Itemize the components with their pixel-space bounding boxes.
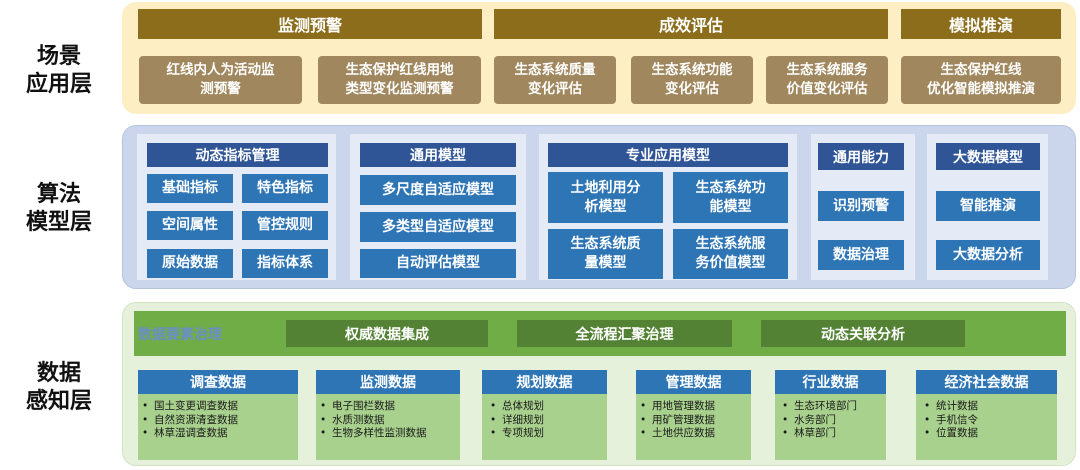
algo-item-raw-data: 原始数据 — [147, 249, 233, 278]
list-item: 水务部门 — [780, 414, 857, 428]
list-item: 专项规划 — [488, 427, 544, 441]
data-card-monitoring-title: 监测数据 — [316, 370, 460, 394]
data-card-survey-list: 国土变更调查数据 自然资源清查数据 林草湿调查数据 — [140, 400, 238, 441]
algo-item-quality-model: 生态系统质 量模型 — [548, 229, 663, 279]
list-item: 用矿管理数据 — [638, 414, 715, 428]
list-item: 林草湿调查数据 — [140, 427, 238, 441]
algo-layer-label: 算法 模型层 — [0, 181, 118, 237]
data-layer-label: 数据 感知层 — [0, 360, 118, 416]
scene-item-line: 生态保护红线 — [940, 62, 1022, 78]
scene-item-line: 测预警 — [200, 81, 241, 97]
scene-head-simulation: 模拟推演 — [901, 9, 1061, 39]
algo-item-recognize-warn: 识别预警 — [818, 191, 904, 221]
algo-head-dynamic: 动态指标管理 — [147, 143, 328, 167]
scene-item-line: 生态系统服务 — [786, 62, 868, 78]
list-item: 自然资源清查数据 — [140, 414, 238, 428]
algo-item-spatial-attr: 空间属性 — [147, 211, 233, 240]
algo-layer-label-line2: 模型层 — [25, 210, 92, 235]
list-item: 详细规划 — [488, 414, 544, 428]
algo-layer-label-line1: 算法 — [36, 182, 81, 207]
list-item: 生态环境部门 — [780, 400, 857, 414]
algo-item-line: 生态系统功 — [695, 179, 766, 196]
data-card-management-list: 用地管理数据 用矿管理数据 土地供应数据 — [638, 400, 715, 441]
algo-head-bigdata: 大数据模型 — [936, 143, 1040, 170]
algo-item-index-system: 指标体系 — [242, 249, 328, 278]
scene-head-evaluation: 成效评估 — [494, 9, 888, 39]
algo-item-feature-index: 特色指标 — [242, 174, 328, 203]
data-card-planning-title: 规划数据 — [482, 370, 607, 394]
list-item: 位置数据 — [922, 427, 978, 441]
scene-item-quality-eval: 生态系统质量 变化评估 — [494, 56, 616, 104]
list-item: 生物多样性监测数据 — [318, 427, 427, 441]
algo-item-landuse-model: 土地利用分 析模型 — [548, 172, 663, 223]
scene-head-monitoring: 监测预警 — [138, 9, 482, 39]
algo-head-general-model: 通用模型 — [360, 143, 516, 167]
algo-item-line: 土地利用分 — [570, 179, 641, 196]
algo-item-basic-index: 基础指标 — [147, 174, 233, 203]
scene-item-line: 红线内人为活动监 — [166, 62, 275, 78]
algo-item-line: 生态系统服 — [695, 236, 766, 252]
scene-item-line: 变化评估 — [528, 81, 582, 97]
scene-item-line: 类型变化监测预警 — [345, 81, 454, 97]
list-item: 总体规划 — [488, 400, 544, 414]
algo-item-function-model: 生态系统功 能模型 — [673, 172, 788, 223]
list-item: 林草部门 — [780, 427, 857, 441]
data-gov-dynamic-analysis: 动态关联分析 — [761, 320, 965, 347]
scene-item-line: 生态系统功能 — [651, 62, 733, 78]
algo-item-multiscale-model: 多尺度自适应模型 — [360, 175, 516, 205]
list-item: 用地管理数据 — [638, 400, 715, 414]
algo-item-line: 生态系统质 — [570, 236, 641, 252]
algo-item-data-governance: 数据治理 — [818, 240, 904, 270]
data-card-planning-list: 总体规划 详细规划 专项规划 — [488, 400, 544, 441]
algo-head-ability: 通用能力 — [818, 143, 904, 170]
scene-item-line: 变化评估 — [665, 81, 719, 97]
algo-item-service-value-model: 生态系统服 务价值模型 — [673, 229, 788, 279]
scene-item-line: 生态保护红线用地 — [345, 62, 454, 78]
data-card-socioeconomic-title: 经济社会数据 — [916, 370, 1057, 394]
data-gov-full-process: 全流程汇聚治理 — [517, 320, 732, 347]
algo-item-line: 析模型 — [584, 198, 627, 215]
algo-item-control-rule: 管控规则 — [242, 211, 328, 240]
data-governance-label: 数据要素治理 — [138, 327, 222, 343]
data-card-socioeconomic-list: 统计数据 手机信令 位置数据 — [922, 400, 978, 441]
scene-layer-label: 场景 应用层 — [0, 43, 118, 99]
data-card-management-title: 管理数据 — [636, 370, 751, 394]
list-item: 统计数据 — [922, 400, 978, 414]
scene-item-landuse-change: 生态保护红线用地 类型变化监测预警 — [318, 56, 481, 104]
data-card-industry-list: 生态环境部门 水务部门 林草部门 — [780, 400, 857, 441]
scene-item-function-eval: 生态系统功能 变化评估 — [631, 56, 753, 104]
scene-item-human-activity: 红线内人为活动监 测预警 — [139, 56, 302, 104]
data-layer-label-line2: 感知层 — [25, 389, 92, 414]
data-card-survey-title: 调查数据 — [138, 370, 298, 394]
data-gov-authoritative: 权威数据集成 — [286, 320, 488, 347]
data-layer-label-line1: 数据 — [36, 361, 81, 386]
algo-item-multitype-model: 多类型自适应模型 — [360, 212, 516, 242]
scene-item-line: 优化智能模拟推演 — [927, 81, 1035, 97]
scene-item-service-eval: 生态系统服务 价值变化评估 — [766, 56, 888, 104]
scene-layer-label-line1: 场景 — [36, 44, 81, 69]
scene-item-redline-simulation: 生态保护红线 优化智能模拟推演 — [901, 56, 1061, 104]
data-card-monitoring-list: 电子围栏数据 水质测数据 生物多样性监测数据 — [318, 400, 427, 441]
algo-item-bigdata-analysis: 大数据分析 — [936, 240, 1040, 270]
algo-item-line: 务价值模型 — [695, 255, 766, 271]
algo-item-line: 量模型 — [584, 255, 627, 271]
scene-item-line: 价值变化评估 — [786, 81, 868, 97]
list-item: 土地供应数据 — [638, 427, 715, 441]
scene-item-line: 生态系统质量 — [514, 62, 596, 78]
list-item: 手机信令 — [922, 414, 978, 428]
algo-item-line: 能模型 — [709, 198, 752, 215]
algo-item-smart-deduction: 智能推演 — [936, 191, 1040, 221]
list-item: 国土变更调查数据 — [140, 400, 238, 414]
algo-item-auto-eval-model: 自动评估模型 — [360, 249, 516, 278]
list-item: 电子围栏数据 — [318, 400, 427, 414]
data-card-industry-title: 行业数据 — [775, 370, 886, 394]
algo-head-pro-model: 专业应用模型 — [548, 143, 788, 167]
scene-layer-label-line2: 应用层 — [25, 72, 92, 97]
list-item: 水质测数据 — [318, 414, 427, 428]
